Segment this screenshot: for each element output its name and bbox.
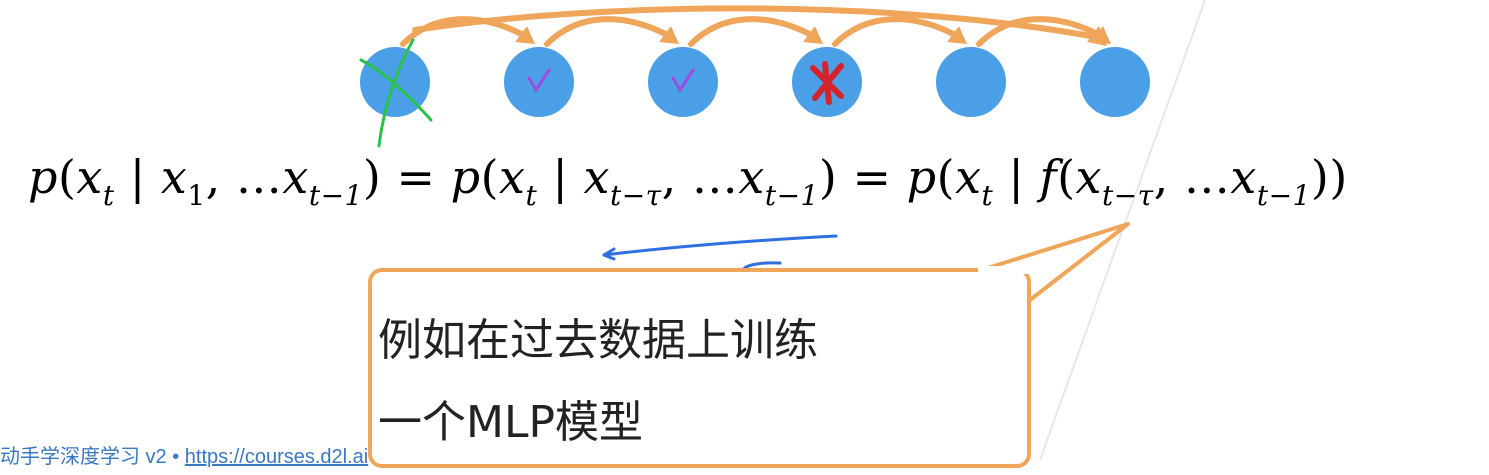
underline-arrowhead xyxy=(602,247,616,261)
sequence-node xyxy=(504,47,574,117)
footer-prefix: 动手学深度学习 v2 • xyxy=(0,446,185,468)
callout-box xyxy=(368,268,1031,468)
red-cross-mark xyxy=(810,61,844,105)
callout-seam xyxy=(978,266,1028,274)
course-footer: 动手学深度学习 v2 • https://courses.d2l.ai xyxy=(0,440,368,469)
node-circle xyxy=(648,47,718,117)
node-circle xyxy=(936,47,1006,117)
check-mark xyxy=(527,68,551,93)
probability-formula: p(xt | x1, …xt−1) = p(xt | xt−τ, …xt−1) … xyxy=(28,150,1348,212)
dependency-arrows xyxy=(400,5,1111,47)
node-circle xyxy=(1080,47,1150,117)
dependency-arrow xyxy=(832,16,967,47)
sequence-node xyxy=(648,47,718,117)
check-mark xyxy=(671,68,695,93)
node-circle xyxy=(504,47,574,117)
long-dependency-arrow xyxy=(412,5,1107,46)
sequence-node xyxy=(792,47,862,117)
sequence-node xyxy=(1080,47,1150,117)
green-cross-mark xyxy=(359,58,433,122)
sequence-nodes xyxy=(359,38,1150,148)
green-cross-mark xyxy=(377,38,415,148)
sequence-node xyxy=(359,38,433,148)
underline-annotation xyxy=(602,234,838,257)
callout-text-line-1: 例如在过去数据上训练 xyxy=(378,315,818,366)
dependency-arrow xyxy=(400,16,535,47)
dependency-arrow xyxy=(688,16,823,47)
course-link[interactable]: https://courses.d2l.ai xyxy=(184,446,369,468)
sequence-node xyxy=(936,47,1006,117)
dependency-arrow xyxy=(544,16,679,47)
callout-text-line-2: 一个MLP模型 xyxy=(378,397,644,448)
